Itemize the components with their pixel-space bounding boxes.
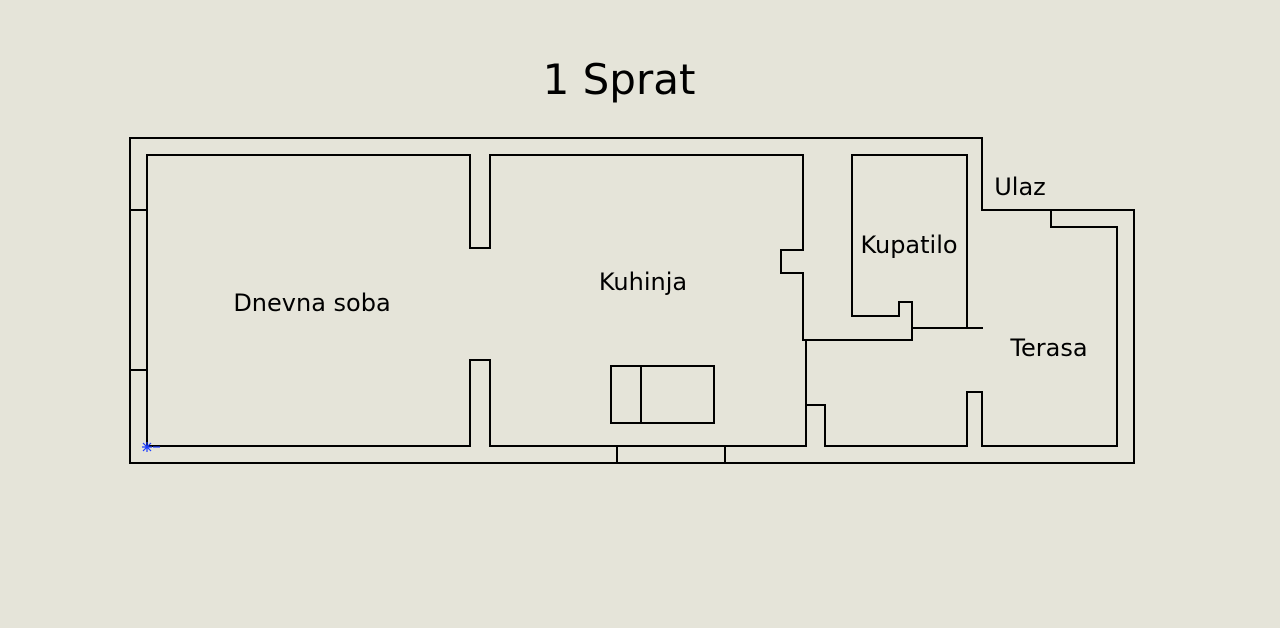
entrance-wall xyxy=(805,209,1118,447)
room-label-entrance: Ulaz xyxy=(994,173,1046,201)
kitchen-wall xyxy=(489,154,915,341)
partition-upper xyxy=(469,154,491,249)
partition-lower xyxy=(469,359,491,447)
plan-title: 1 Sprat xyxy=(543,55,696,104)
room-label-terrace: Terasa xyxy=(1009,334,1087,362)
room-label-bathroom: Kupatilo xyxy=(860,231,957,259)
outer-wall xyxy=(129,137,1135,464)
room-label-kitchen: Kuhinja xyxy=(599,268,687,296)
living-room-wall xyxy=(146,154,471,447)
kitchen-bottom-wall xyxy=(489,339,807,447)
kitchen-fixture xyxy=(610,365,715,424)
bathroom-wall xyxy=(851,154,983,329)
bathroom-left-wall xyxy=(851,154,913,341)
origin-marker-icon xyxy=(142,442,160,452)
room-label-living-room: Dnevna soba xyxy=(233,289,390,317)
